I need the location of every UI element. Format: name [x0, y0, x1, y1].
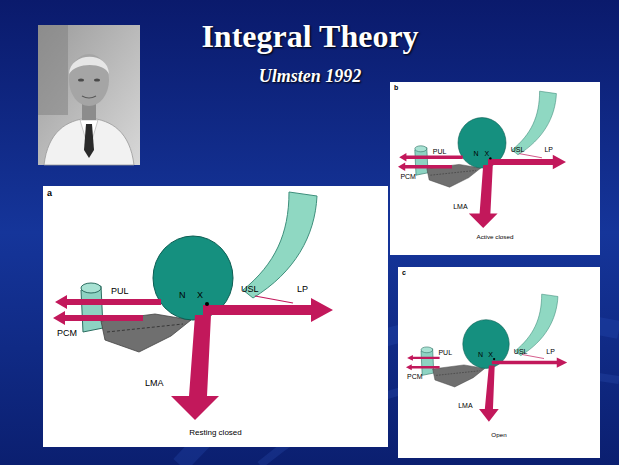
- anatomy-panel: bActive closed: [390, 82, 600, 255]
- panel-letter: b: [394, 84, 398, 92]
- structure-label: LMA: [453, 203, 467, 211]
- structure-label: PCM: [400, 173, 416, 181]
- anatomy-panel: cOpen: [398, 267, 600, 458]
- structure-label: X: [484, 150, 489, 158]
- panel-caption: Open: [398, 431, 600, 438]
- structure-label: USL: [514, 348, 528, 356]
- anatomy-panel: [398, 267, 600, 458]
- structure-label: USL: [511, 146, 525, 154]
- structure-label: PCM: [407, 373, 423, 381]
- structure-label: X: [197, 290, 203, 300]
- structure-label: N: [179, 290, 186, 300]
- structure-label: PUL: [111, 286, 129, 296]
- anatomy-panel: aResting closed: [43, 186, 388, 447]
- structure-label: PUL: [433, 148, 447, 156]
- structure-label: X: [488, 351, 493, 359]
- panel-letter: a: [47, 188, 52, 198]
- panel-letter: c: [402, 269, 406, 277]
- portrait-photo: [38, 25, 140, 165]
- structure-label: USL: [241, 284, 259, 294]
- structure-label: LP: [546, 348, 555, 356]
- anatomy-panel: [390, 82, 600, 255]
- slide-title: Integral Theory: [150, 18, 470, 55]
- structure-label: LP: [297, 284, 308, 294]
- slide-subtitle: Ulmsten 1992: [230, 66, 390, 87]
- panel-caption: Resting closed: [43, 428, 388, 437]
- structure-label: LMA: [458, 402, 472, 410]
- structure-label: N: [474, 150, 479, 158]
- panel-caption: Active closed: [390, 233, 600, 240]
- structure-label: LMA: [145, 378, 164, 388]
- anatomy-panel: [43, 186, 388, 447]
- structure-label: PUL: [438, 349, 452, 357]
- structure-label: PCM: [57, 328, 77, 338]
- structure-label: LP: [544, 146, 553, 154]
- structure-label: N: [478, 351, 483, 359]
